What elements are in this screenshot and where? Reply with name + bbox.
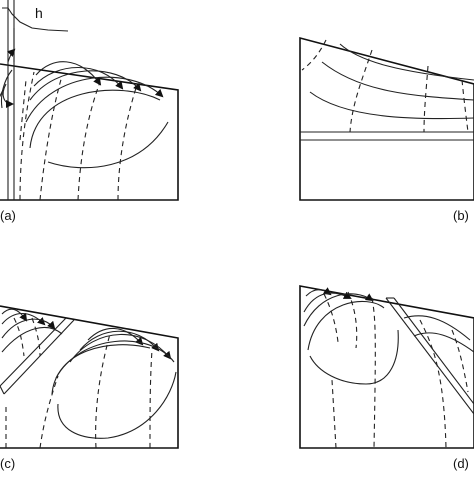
inclined-drain-bottom xyxy=(3,319,75,395)
panel-label-d: (d) xyxy=(453,456,469,471)
panel-c xyxy=(0,305,179,449)
domain-boundary-a xyxy=(0,63,179,201)
domain-boundary-b xyxy=(299,36,474,201)
panel-label-a: (a) xyxy=(0,208,16,223)
panel-label-b: (b) xyxy=(453,208,469,223)
panel-d xyxy=(299,285,474,449)
inclined-drain-top xyxy=(0,317,67,387)
head-label-h: h xyxy=(35,5,43,21)
domain-boundary-d xyxy=(299,285,474,449)
inclined-drain-right xyxy=(393,297,474,405)
panel-a xyxy=(0,0,179,201)
panel-label-c: (c) xyxy=(0,456,16,471)
inclined-drain-left xyxy=(385,297,474,415)
domain-boundary-c xyxy=(0,305,179,449)
panel-b xyxy=(299,36,474,201)
